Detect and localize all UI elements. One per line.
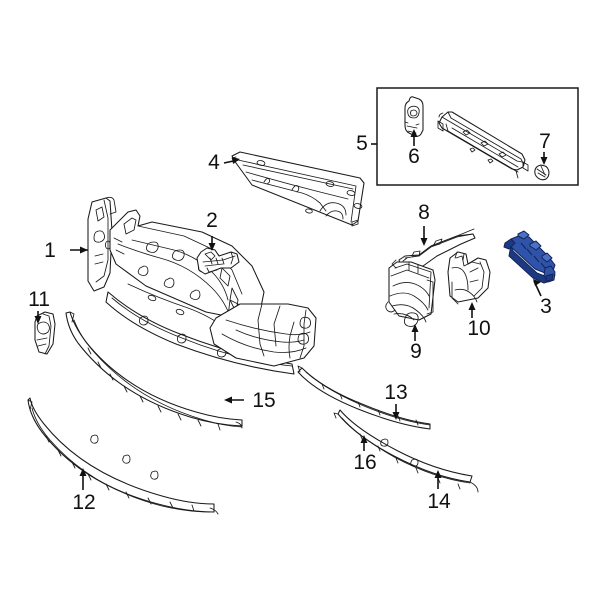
callout-9-label: 9 [410, 340, 422, 363]
arrowhead [533, 279, 541, 286]
callout-5[interactable]: 5 [356, 132, 377, 155]
callout-3-label: 3 [540, 295, 552, 318]
callout-14-label: 14 [427, 490, 451, 513]
callout-15-label: 15 [252, 389, 275, 412]
callout-16[interactable]: 16 [353, 435, 377, 474]
arrowhead [392, 412, 400, 420]
callout-8[interactable]: 8 [418, 201, 430, 246]
arrowhead [360, 435, 368, 443]
part-6-clip-bracket[interactable] [404, 96, 424, 137]
callout-10-label: 10 [467, 317, 490, 340]
callout-13[interactable]: 13 [384, 381, 408, 420]
callout-1[interactable]: 1 [44, 239, 88, 262]
arrowhead [411, 324, 419, 332]
callout-8-label: 8 [418, 201, 430, 224]
callout-1-label: 1 [44, 239, 56, 262]
part-4-upper-air-deflector[interactable] [231, 151, 365, 227]
callout-11-label: 11 [28, 288, 50, 311]
callout-3[interactable]: 3 [533, 279, 552, 318]
callout-5-label: 5 [356, 132, 368, 155]
arrowhead [410, 129, 418, 137]
part-11-end-cap[interactable] [34, 311, 56, 355]
part-15-valance-molding[interactable] [65, 311, 243, 431]
callout-12[interactable]: 12 [72, 468, 96, 514]
callout-9[interactable]: 9 [410, 324, 422, 363]
arrowhead [468, 302, 476, 310]
callout-2-label: 2 [206, 209, 218, 232]
part-1-bumper-cover[interactable] [87, 196, 317, 375]
callout-7[interactable]: 7 [539, 130, 551, 165]
callout-13-label: 13 [384, 381, 407, 404]
arrowhead [420, 238, 428, 246]
part-7-retainer-clip[interactable] [534, 164, 550, 181]
inset-box-5 [376, 87, 579, 186]
arrowhead [79, 468, 87, 476]
callout-4-label: 4 [208, 151, 220, 174]
arrowhead [540, 157, 548, 165]
part-2-license-bracket[interactable] [196, 247, 240, 275]
callout-14[interactable]: 14 [427, 470, 451, 513]
callout-6-label: 6 [408, 145, 420, 168]
arrowhead [80, 246, 88, 254]
arrowhead [34, 316, 42, 324]
callout-16-label: 16 [353, 451, 376, 474]
part-3-side-bracket-highlighted[interactable] [503, 230, 556, 284]
part-13-lower-trim-upper[interactable] [297, 365, 431, 430]
callout-15[interactable]: 15 [224, 389, 276, 412]
callout-2[interactable]: 2 [206, 209, 218, 251]
callout-4[interactable]: 4 [208, 151, 240, 174]
part-12-lower-molding-outer[interactable] [27, 397, 219, 515]
callout-7-label: 7 [539, 130, 551, 153]
callout-11[interactable]: 11 [28, 288, 50, 324]
part-10-air-duct-right[interactable] [447, 251, 491, 305]
callout-6[interactable]: 6 [408, 129, 420, 168]
part-9-air-duct-left[interactable] [385, 259, 436, 327]
arrowhead [434, 470, 442, 478]
callout-10[interactable]: 10 [467, 302, 491, 340]
arrowhead [208, 243, 216, 251]
callout-12-label: 12 [72, 491, 95, 514]
arrowhead [224, 396, 232, 404]
part-14-lower-trim-lower[interactable] [333, 409, 479, 493]
part-reinforcement-bar[interactable] [437, 111, 529, 179]
arrowhead [232, 157, 240, 164]
